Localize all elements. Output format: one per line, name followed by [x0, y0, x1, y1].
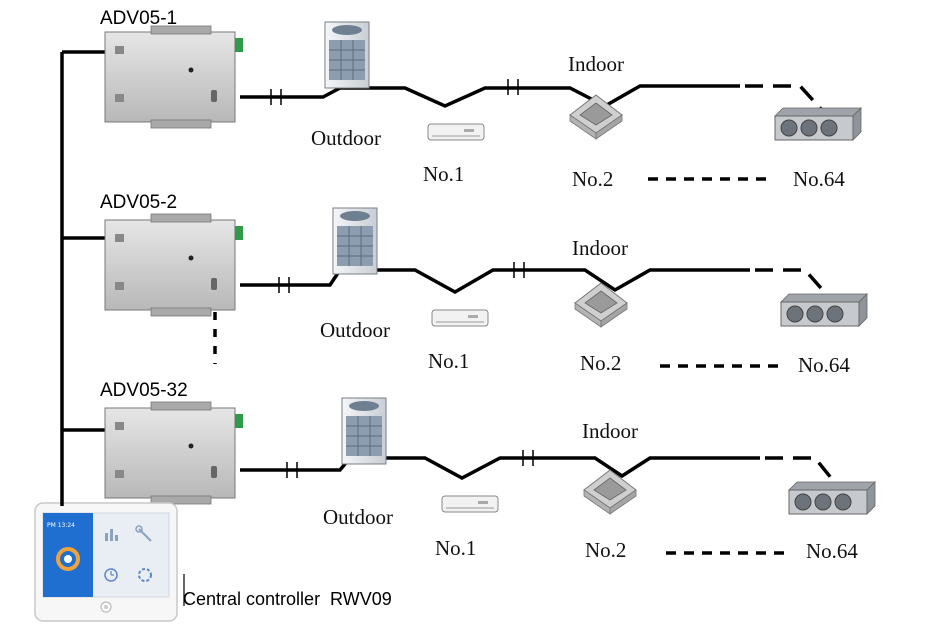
unit-label-no1: No.1 [435, 536, 476, 560]
gateway-label: ADV05-32 [100, 380, 188, 401]
dashed-extension [765, 456, 838, 486]
gateway-module-icon [104, 25, 244, 129]
duct-unit-icon [774, 107, 862, 141]
unit-label-no2: No.2 [585, 538, 626, 562]
outdoor-unit-icon [332, 207, 378, 275]
unit-label-no1: No.1 [428, 349, 469, 373]
refrigerant-line [240, 456, 760, 480]
unit-label-no2: No.2 [580, 351, 621, 375]
outdoor-unit-icon [324, 21, 370, 89]
outdoor-unit-icon [341, 397, 387, 465]
wall-mounted-unit-icon [427, 123, 485, 141]
home-button[interactable] [104, 605, 108, 609]
indoor-label: Indoor [568, 52, 624, 76]
wall-mounted-unit-icon [431, 309, 489, 327]
gateway-module-icon [104, 401, 244, 505]
cassette-unit-icon [583, 469, 637, 515]
refrigerant-line [240, 268, 750, 295]
outdoor-label: Outdoor [311, 126, 381, 150]
controller-screen-time: PM 13:24 [47, 522, 75, 529]
unit-label-no64: No.64 [798, 353, 850, 377]
bar-chart-icon [105, 529, 118, 541]
controller-label: Central controller RWV09 [183, 589, 392, 609]
settings-gear-icon [138, 568, 152, 582]
unit-label-no2: No.2 [572, 167, 613, 191]
system-1: ADV05-1 Outdoor Indoor No.1 No.2 No.64 [62, 8, 862, 191]
wall-mounted-unit-icon [441, 495, 499, 513]
outdoor-label: Outdoor [320, 318, 390, 342]
duct-unit-icon [788, 481, 876, 515]
clock-icon [104, 568, 118, 582]
tools-icon [135, 525, 152, 542]
dashed-extension [755, 268, 830, 298]
gateway-label: ADV05-1 [100, 8, 177, 29]
duct-unit-icon [780, 293, 868, 327]
system-2: ADV05-2 Outdoor Indoor No.1 No.2 No.64 [62, 192, 868, 377]
refrigerant-line [240, 84, 740, 108]
unit-label-no64: No.64 [806, 539, 858, 563]
indoor-label: Indoor [572, 236, 628, 260]
outdoor-label: Outdoor [323, 505, 393, 529]
unit-label-no64: No.64 [793, 167, 845, 191]
gateway-module-icon [104, 213, 244, 317]
touch-controller-icon: PM 13:24 [34, 502, 178, 622]
unit-label-no1: No.1 [423, 162, 464, 186]
gateway-label: ADV05-2 [100, 192, 177, 213]
system-32: ADV05-32 Outdoor Indoor No.1 No.2 No.64 [62, 380, 876, 563]
power-ring-icon [56, 547, 80, 571]
indoor-label: Indoor [582, 419, 638, 443]
dashed-extension [745, 84, 824, 112]
